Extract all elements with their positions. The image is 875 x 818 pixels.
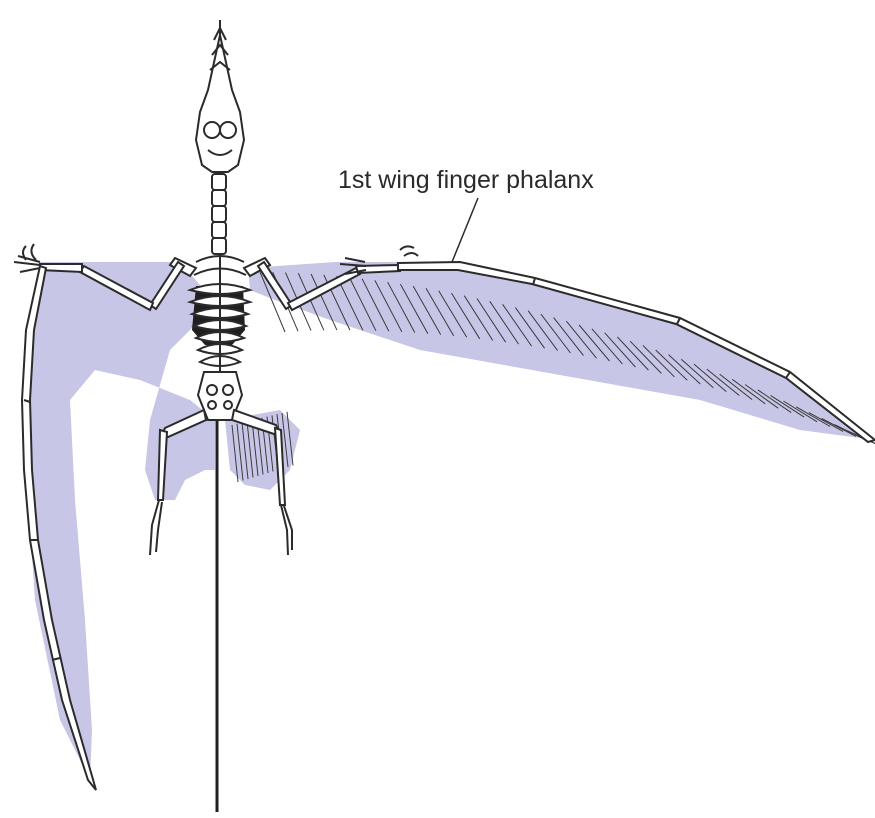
left-wing-membrane bbox=[25, 262, 215, 780]
wing-finger-phalanx-label: 1st wing finger phalanx bbox=[338, 166, 594, 195]
neck-vertebrae bbox=[212, 174, 226, 254]
skull bbox=[196, 20, 244, 172]
ribcage bbox=[190, 254, 250, 372]
callout-leader-line bbox=[452, 198, 478, 262]
